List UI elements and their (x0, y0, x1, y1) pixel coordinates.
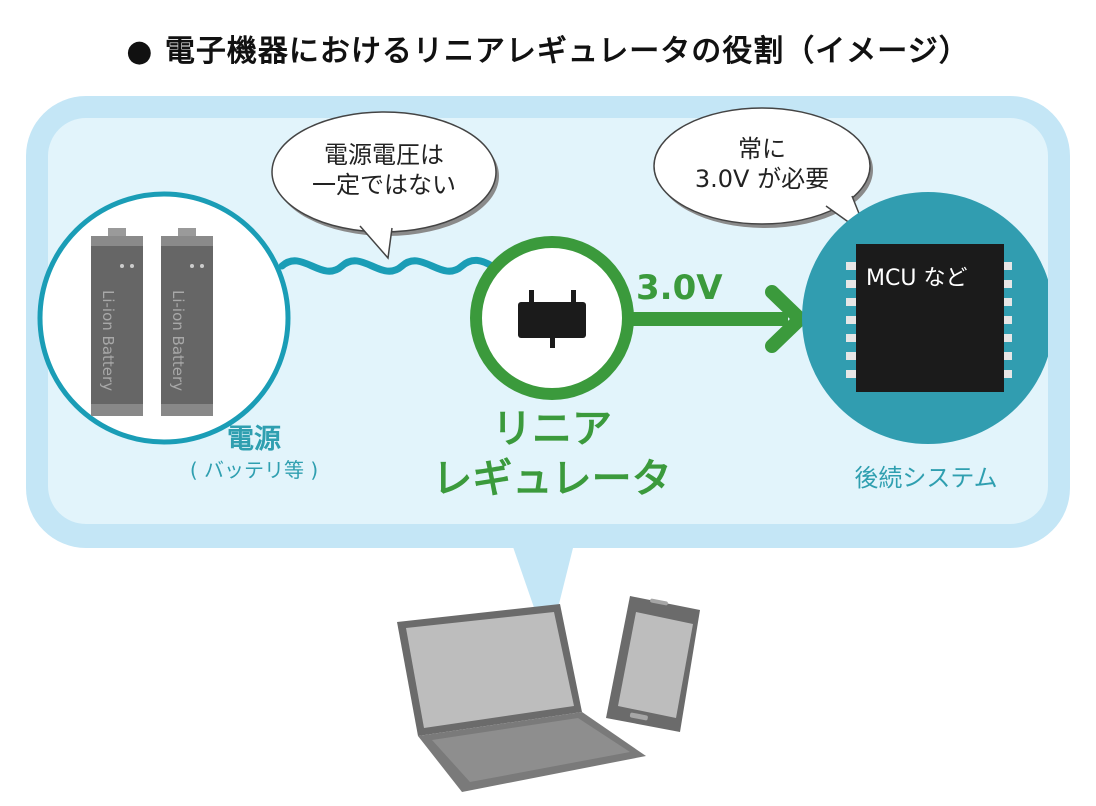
regulator-label: リニア レギュレータ (422, 404, 682, 504)
regulator-chip-icon (518, 290, 586, 348)
bubble-mcu-line1: 常に (738, 135, 786, 163)
laptop-icon (397, 604, 646, 792)
battery-text: Li-ion Battery (99, 290, 117, 391)
bubble-power-text: 電源電圧は 一定ではない (284, 140, 484, 200)
battery-icon (91, 228, 143, 416)
output-voltage-label: 3.0V (636, 268, 723, 308)
speech-bubble-power (271, 111, 499, 260)
regulator-label-line1: リニア (492, 406, 612, 452)
output-arrow (628, 285, 807, 353)
power-label-sub: ( バッテリ等 ) (189, 458, 319, 482)
mcu-chip-label: MCU など (866, 266, 968, 291)
power-label: 電源 ( バッテリ等 ) (164, 424, 344, 484)
battery-icon (161, 228, 213, 416)
battery-text: Li-ion Battery (169, 290, 187, 391)
bubble-power-line1: 電源電圧は (324, 141, 444, 169)
wavy-wire (278, 256, 496, 275)
mcu-chip-icon (846, 244, 1012, 392)
bubble-mcu-line2: 3.0V が必要 (694, 165, 830, 193)
speech-bubble-mcu (653, 107, 873, 239)
bubble-mcu-text: 常に 3.0V が必要 (662, 134, 862, 194)
subsequent-system-label: 後続システム (854, 464, 998, 492)
page-title: ● 電子機器におけるリニアレギュレータの役割（イメージ） (126, 34, 970, 69)
callout-tail (512, 544, 574, 648)
regulator-label-line2: レギュレータ (432, 456, 672, 502)
smartphone-icon (606, 596, 700, 732)
bubble-power-line2: 一定ではない (312, 171, 456, 199)
power-label-main: 電源 (227, 424, 281, 455)
